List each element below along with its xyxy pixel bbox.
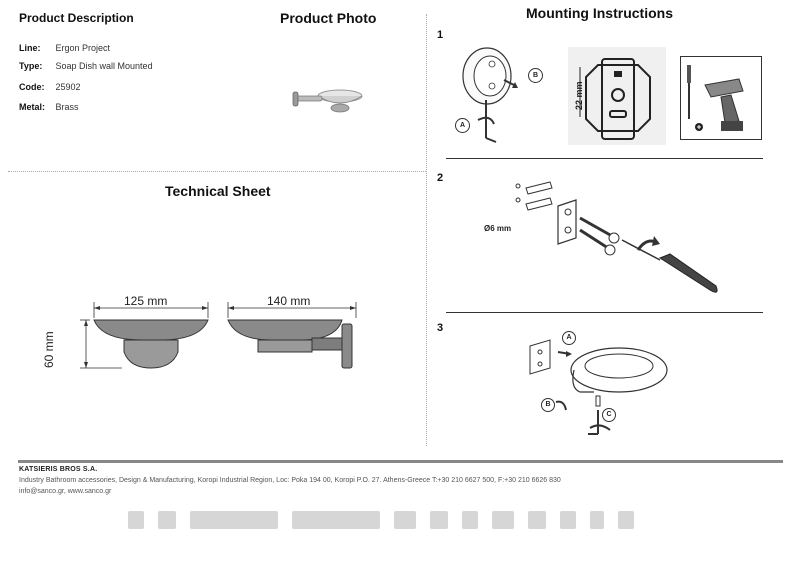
cert-logo-quality [190, 511, 278, 529]
product-description-heading: Product Description [19, 11, 134, 25]
step-2-screw-drawing [515, 181, 718, 293]
step-1-callout-a: A [455, 118, 470, 133]
spec-label: Code: [19, 82, 45, 92]
spec-value: Soap Dish wall Mounted [55, 61, 153, 71]
spec-row-metal: Metal: Brass [19, 102, 79, 112]
step-3-callout-a: A [562, 331, 576, 345]
dim-height: 60 mm [42, 331, 56, 368]
cert-logo [528, 511, 546, 529]
spec-label: Type: [19, 61, 43, 71]
step-3-callout-b: B [541, 398, 555, 412]
step-1-bracket-panel [568, 47, 666, 145]
mounting-instructions-heading: Mounting Instructions [526, 5, 673, 21]
step-1-tools-panel [680, 56, 762, 140]
cert-logo [430, 511, 448, 529]
step-1-backplate-drawing [462, 47, 518, 143]
spec-value: 25902 [55, 82, 81, 92]
spec-row-code: Code: 25902 [19, 82, 81, 92]
spec-row-type: Type: Soap Dish wall Mounted [19, 61, 153, 71]
step-2-separator [446, 312, 763, 313]
company-address: Industry Bathroom accessories, Design & … [19, 477, 561, 484]
dim-width-side: 140 mm [267, 294, 311, 308]
technical-drawing [80, 302, 357, 369]
step-1-separator [446, 158, 763, 159]
cert-logo [560, 511, 576, 529]
drill-icon [687, 65, 744, 131]
step-3-assembly-drawing [529, 339, 668, 435]
step-3-callout-c: C [602, 408, 616, 422]
step-2-number: 2 [437, 172, 444, 184]
spec-label: Metal: [19, 102, 46, 112]
spec-value: Brass [55, 102, 79, 112]
spec-row-line: Line: Ergon Project [19, 43, 110, 53]
horizontal-divider [8, 171, 426, 172]
technical-sheet-heading: Technical Sheet [165, 183, 271, 199]
cert-logo [492, 511, 514, 529]
footer-divider [18, 460, 783, 463]
company-web: info@sanco.gr, www.sanco.gr [19, 488, 112, 495]
certification-logos [128, 508, 708, 532]
dim-width-front: 125 mm [124, 294, 168, 308]
step-1-number: 1 [437, 29, 444, 41]
product-photo-heading: Product Photo [280, 10, 377, 26]
step-1-callout-b: B [528, 68, 543, 83]
product-photo [292, 89, 363, 113]
step-1-dimension: 22 mm [574, 81, 584, 110]
cert-logo [128, 511, 144, 529]
spec-label: Line: [19, 43, 41, 53]
cert-logo-environment [292, 511, 380, 529]
cert-logo [158, 511, 176, 529]
cert-logo [394, 511, 416, 529]
step-2-dimension: Ø6 mm [484, 224, 512, 233]
company-name: KATSIERIS BROS S.A. [19, 466, 98, 473]
cert-logo [462, 511, 478, 529]
cert-logo [590, 511, 604, 529]
vertical-divider [426, 14, 427, 446]
spec-value: Ergon Project [55, 43, 111, 53]
bracket-drawing [579, 58, 651, 140]
cert-logo [618, 511, 634, 529]
step-3-number: 3 [437, 322, 444, 334]
